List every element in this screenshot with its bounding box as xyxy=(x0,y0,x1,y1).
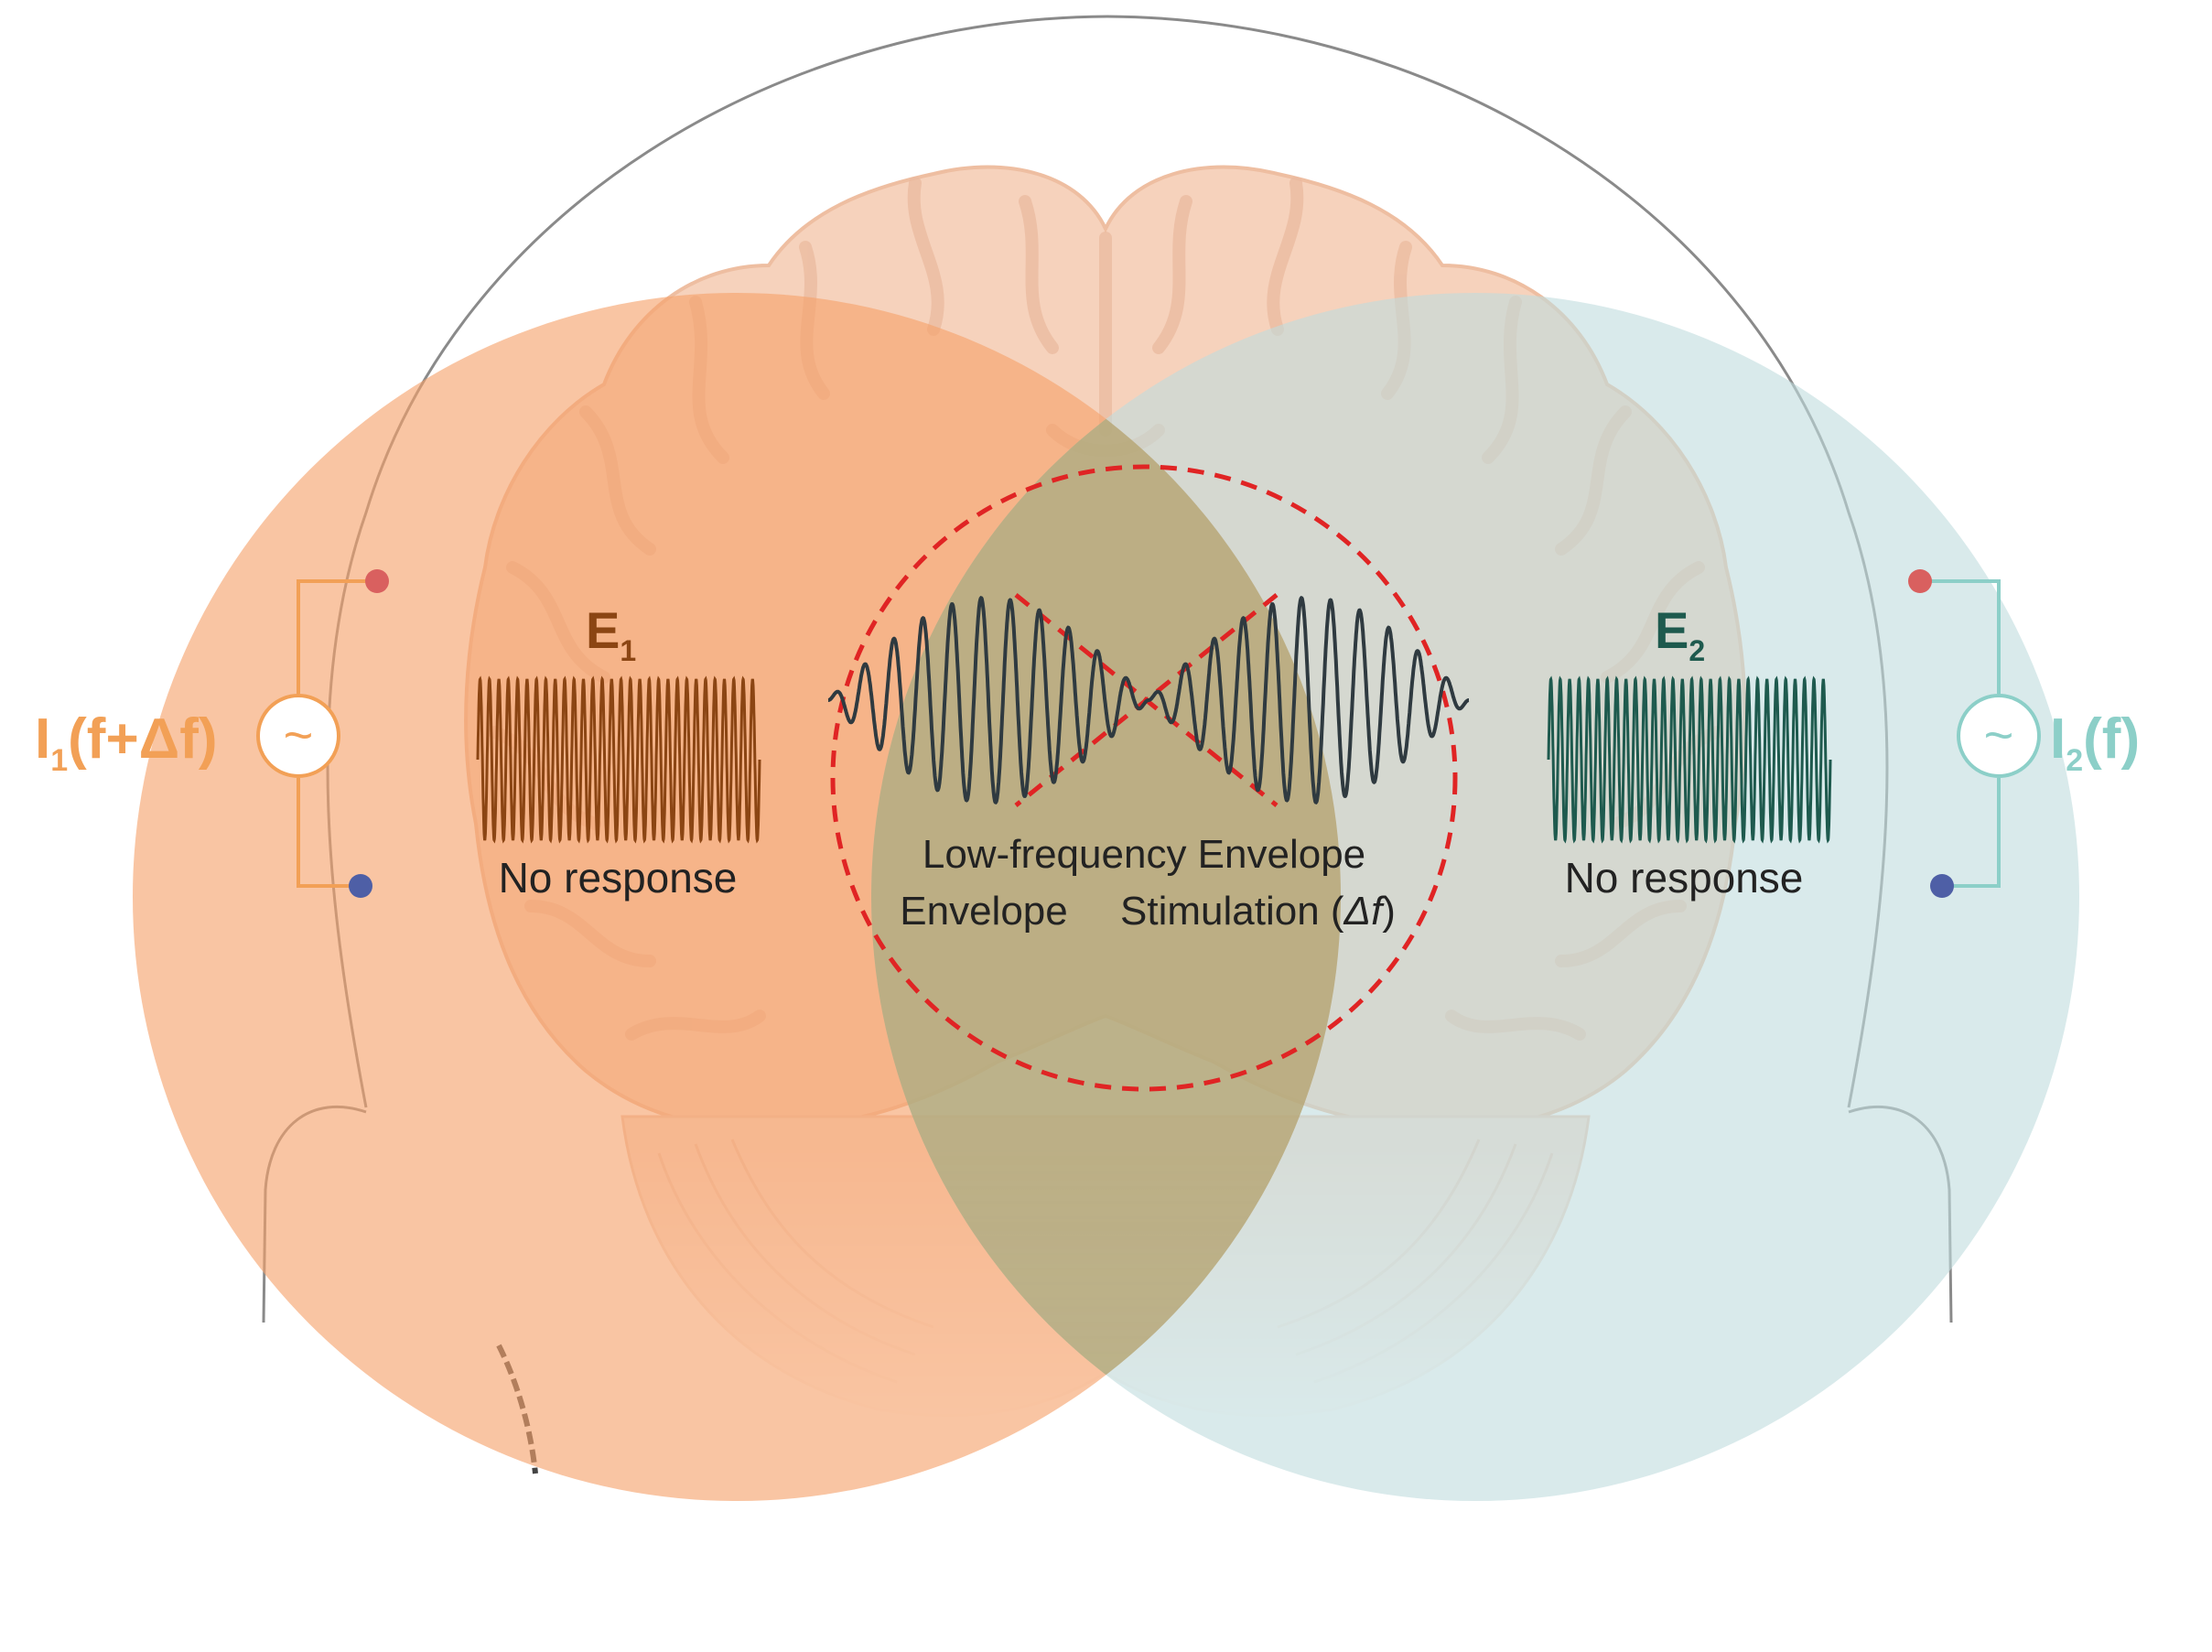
field-right-label: E2 xyxy=(1655,601,1705,667)
left-circuit-wire xyxy=(297,579,377,888)
right-source-symbol xyxy=(1957,694,2041,778)
field-left-label: E1 xyxy=(586,601,636,667)
wave-e1 xyxy=(476,675,761,844)
right-source-label: I2(f) xyxy=(2050,707,2140,778)
field-right-note: No response xyxy=(1565,854,1804,902)
wave-e2 xyxy=(1547,675,1832,844)
right-electrode-positive xyxy=(1908,569,1932,593)
right-circuit: ~ I2(f) xyxy=(1908,569,2140,898)
right-circuit-wire xyxy=(1920,579,2001,888)
right-electrode-negative xyxy=(1930,874,1954,898)
center-line2a: Envelope xyxy=(900,889,1067,934)
left-circuit: ~ I1(f+Δf) xyxy=(35,569,389,898)
left-source-tilde: ~ xyxy=(284,706,314,763)
left-source-label: I1(f+Δf) xyxy=(35,707,218,778)
left-source-symbol xyxy=(256,694,340,778)
focus-dashed-circle xyxy=(830,464,1458,1092)
center-line2b: Stimulation (Δf) xyxy=(1120,889,1396,934)
field-left-note: No response xyxy=(499,854,738,902)
wave-envelope xyxy=(827,595,1470,805)
left-electrode-negative xyxy=(349,874,372,898)
overlap-region xyxy=(871,293,1341,1501)
field-right-circle xyxy=(871,293,2079,1501)
left-electrode-positive xyxy=(365,569,389,593)
center-line1: Low-frequency Envelope xyxy=(923,832,1365,877)
right-source-tilde: ~ xyxy=(1984,706,2014,763)
